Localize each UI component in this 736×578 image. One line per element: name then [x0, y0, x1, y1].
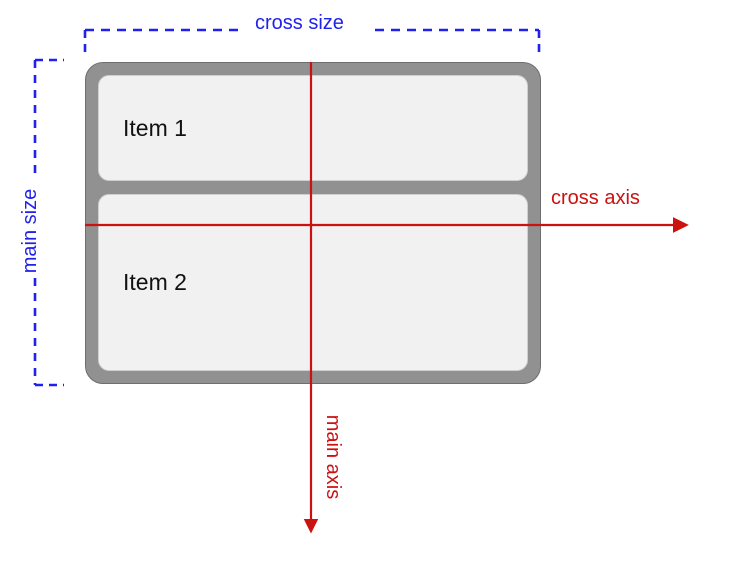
flex-item-1: Item 1 — [98, 75, 528, 181]
main-size-label: main size — [19, 188, 41, 274]
main-axis-arrow — [303, 62, 319, 534]
main-size-bracket — [33, 58, 64, 387]
cross-size-label: cross size — [255, 12, 344, 34]
cross-axis-label: cross axis — [551, 187, 640, 209]
main-axis-label: main axis — [322, 414, 344, 500]
flex-item-1-label: Item 1 — [123, 114, 187, 141]
flex-item-2: Item 2 — [98, 194, 528, 371]
cross-size-bracket — [83, 28, 541, 52]
flex-container: Item 1 Item 2 — [85, 62, 541, 384]
flex-item-2-label: Item 2 — [123, 269, 187, 295]
